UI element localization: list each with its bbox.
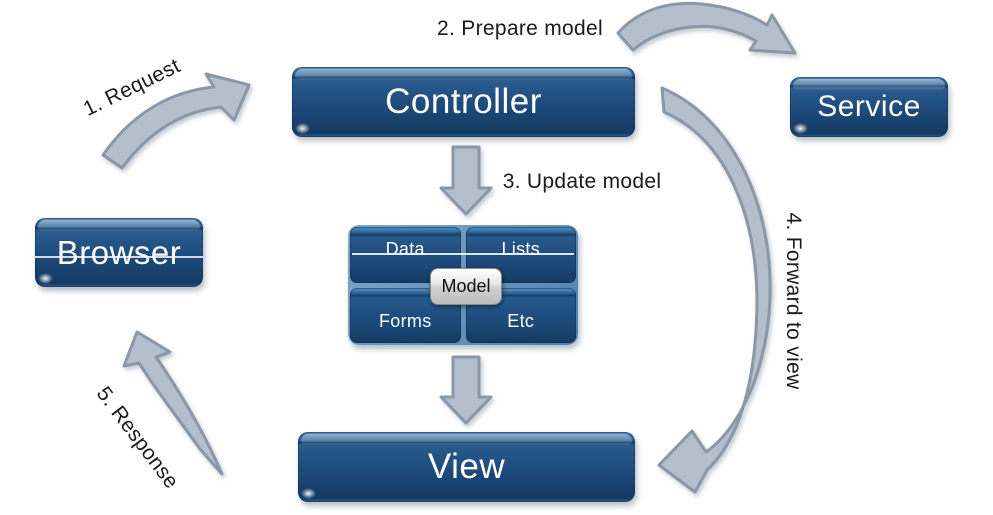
request-arrow [101,72,251,170]
model-cell-lists-label: Lists [501,239,540,260]
model-button-label: Model [441,276,491,296]
model-button: Model [430,268,502,305]
model-to-view-arrow [439,355,493,425]
controller-label: Controller [385,82,542,121]
prepare-model-arrow [616,1,797,55]
response-arrow [122,330,224,476]
update-model-arrow [439,145,493,216]
model-cell-etc-label: Etc [507,310,535,331]
forward-to-view-arrow [657,86,772,494]
node-browser: Browser [35,218,203,287]
update-model-label: 3. Update model [502,170,662,193]
service-label: Service [817,90,921,123]
node-controller: Controller [292,67,635,137]
prepare-model-label: 2. Prepare model [437,17,603,40]
view-label: View [427,447,506,486]
forward-to-view-label: 4. Forward to view [782,212,805,390]
model-cell-data-label: Data [385,239,425,260]
node-service: Service [790,77,948,137]
model-cell-forms-label: Forms [379,310,432,331]
browser-label: Browser [56,233,182,271]
node-view: View [298,432,635,502]
